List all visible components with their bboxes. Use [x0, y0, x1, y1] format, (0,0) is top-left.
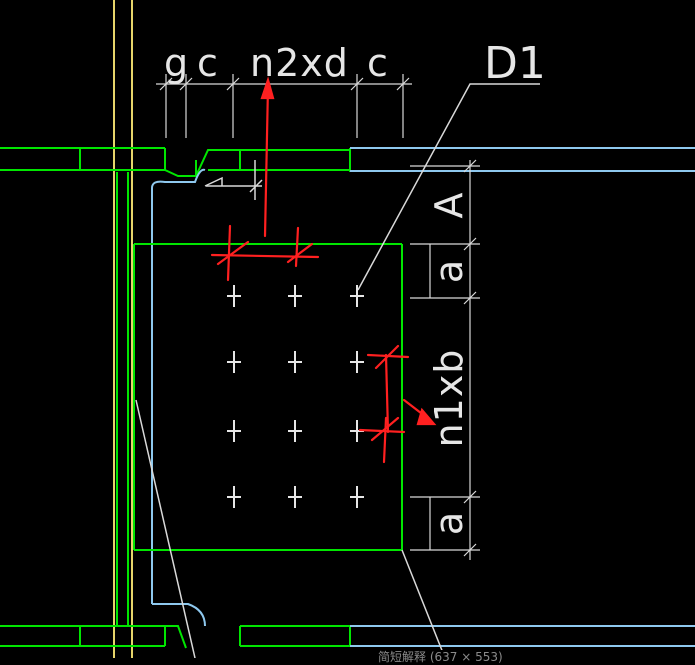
bolt-mark: [350, 351, 364, 373]
bolt-grid: [227, 285, 364, 508]
web-outline: [151, 188, 206, 627]
bottom-beam-flange: [0, 625, 351, 649]
bottom-beam-cyan: [350, 625, 695, 647]
top-dimension-labels: g c n2xd c: [164, 41, 389, 85]
bolt-mark: [288, 351, 302, 373]
bolt-mark: [288, 420, 302, 442]
dim-label-n2xd: n2xd: [250, 41, 349, 85]
red-markup: [210, 76, 437, 464]
bolt-mark: [350, 486, 364, 508]
leader-tag-d1: D1: [484, 38, 546, 89]
weld-symbol: [204, 160, 263, 200]
dim-label-g: g: [164, 41, 189, 85]
bolt-mark: [227, 420, 241, 442]
leader-lines: [135, 83, 540, 658]
top-beam-flange: [0, 147, 351, 177]
shear-plate: [133, 243, 403, 551]
status-strip-bg: [370, 650, 570, 658]
dim-label-c-left: c: [197, 41, 219, 85]
dim-label-n1xb: n1xb: [427, 349, 471, 448]
right-dimension-lines: [410, 159, 480, 560]
bolt-mark: [288, 486, 302, 508]
top-beam-cyan: [151, 147, 695, 189]
top-dimension-lines: [156, 74, 412, 138]
status-caption: 简短解释 (637 × 553): [378, 650, 503, 664]
dim-label-a-lower: a: [427, 511, 471, 535]
bolt-mark: [288, 285, 302, 307]
column-lines: [113, 0, 133, 658]
bolt-mark: [227, 351, 241, 373]
bolt-mark: [350, 285, 364, 307]
dim-label-c-right: c: [367, 41, 389, 85]
bolt-mark: [227, 285, 241, 307]
bolt-mark: [227, 486, 241, 508]
dim-label-a-upper: a: [427, 259, 471, 283]
dim-label-A: A: [427, 192, 471, 219]
right-dimension-labels: A a n1xb a: [427, 192, 471, 536]
